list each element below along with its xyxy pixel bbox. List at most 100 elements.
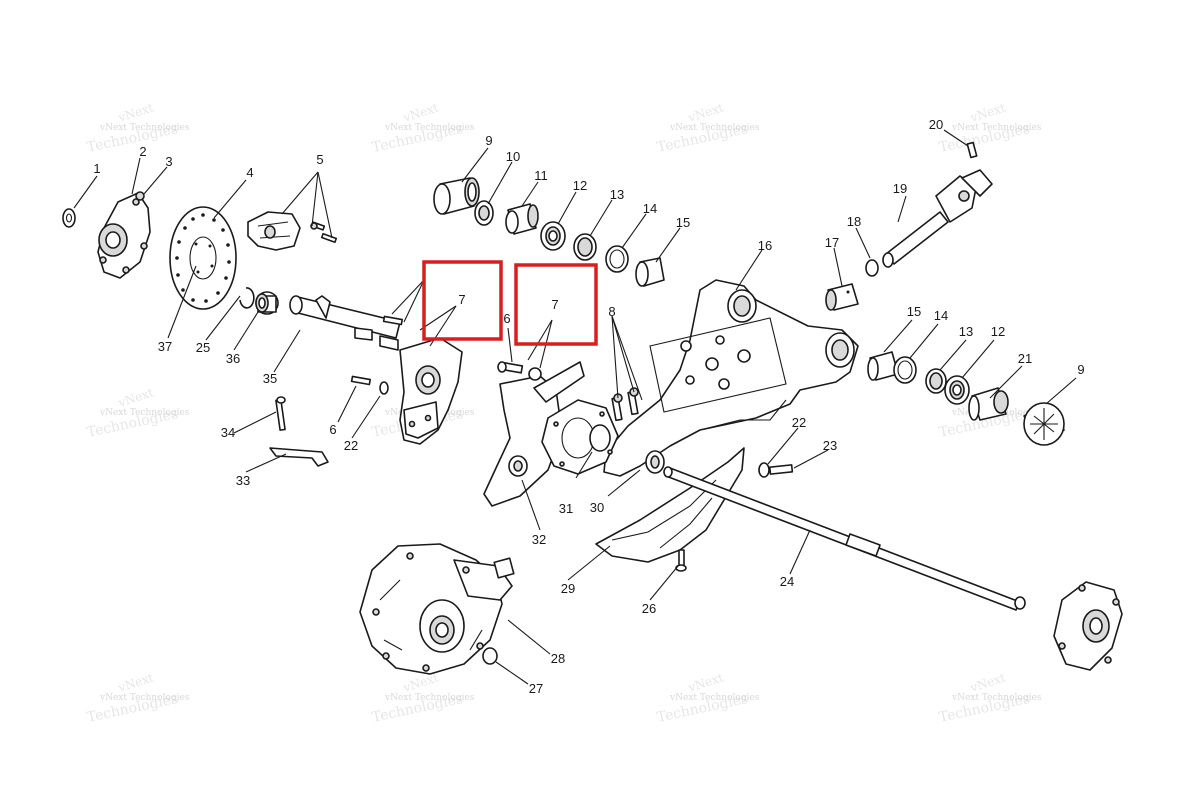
callout-26: 26 (642, 601, 656, 616)
callout-15-top: 15 (676, 215, 690, 230)
part-14-right-ring (893, 356, 917, 384)
callout-18: 18 (847, 214, 861, 229)
part-2-wheel-hub (97, 191, 151, 279)
part-5-brake-caliper (247, 211, 338, 251)
part-6-bolt (382, 315, 404, 326)
part-20-pin (966, 141, 978, 159)
callout-13-right: 13 (959, 324, 973, 339)
callout-16: 16 (758, 238, 772, 253)
part-22-nut (379, 381, 389, 395)
callout-37: 37 (158, 339, 172, 354)
callout-3: 3 (165, 154, 172, 169)
callout-29: 29 (561, 581, 575, 596)
part-35-axle-housing (289, 295, 463, 445)
watermark-small-text: vNext Technologies (384, 693, 475, 703)
part-26-screw (675, 549, 687, 572)
callout-8: 8 (608, 304, 615, 319)
callout-2: 2 (139, 144, 146, 159)
watermark-big-line1: vNext (968, 670, 1008, 695)
callout-21: 21 (1018, 351, 1032, 366)
callout-11: 11 (534, 168, 548, 183)
watermark-big-line1: vNext (401, 670, 441, 695)
callout-31: 31 (559, 501, 573, 516)
callout-7-left: 7 (458, 292, 465, 307)
callout-6-lower: 6 (329, 422, 336, 437)
callout-12-right: 12 (991, 324, 1005, 339)
watermark-big-line1: vNext (116, 100, 156, 125)
callout-9-top: 9 (485, 133, 492, 148)
part-15-bushing (635, 257, 665, 287)
callout-4: 4 (246, 165, 253, 180)
watermark-small-text: vNext Technologies (384, 123, 475, 133)
part-33-bracket (269, 447, 329, 467)
callout-22-left: 22 (344, 438, 358, 453)
callout-9-right: 9 (1077, 362, 1084, 377)
part-1-washer (62, 208, 76, 228)
highlight-box-7-left[interactable] (422, 260, 503, 341)
part-30-o-ring (589, 424, 611, 452)
parts (62, 141, 1123, 675)
callout-13-top: 13 (610, 187, 624, 202)
callout-1: 1 (93, 161, 100, 176)
part-9-right-cap (1023, 402, 1065, 446)
callout-22-right: 22 (792, 415, 806, 430)
part-12-right-bearing (944, 375, 970, 405)
part-31-gasket (541, 399, 619, 475)
part-right-wheel-hub (1053, 581, 1123, 671)
part-8-bolts (611, 387, 639, 422)
watermark-big-line1: vNext (686, 670, 726, 695)
part-19-drive-shaft (882, 169, 993, 268)
part-16-swing-arm (603, 279, 859, 477)
highlight-box-7-right[interactable] (514, 263, 598, 346)
part-6-lower-bolt (350, 375, 372, 386)
part-17-pin (825, 283, 859, 311)
callout-32: 32 (532, 532, 546, 547)
callout-labels: 1 2 3 4 5 6 6 7 7 8 9 9 10 11 12 12 13 1… (93, 117, 1084, 696)
watermark-small-text: vNext Technologies (669, 693, 760, 703)
callout-27: 27 (529, 681, 543, 696)
callout-12-top: 12 (573, 178, 587, 193)
part-18-ring (865, 259, 879, 277)
part-27-o-ring (482, 647, 498, 665)
part-34-bolt (275, 396, 286, 431)
watermark-big-line1: vNext (116, 385, 156, 410)
part-32-knuckle-arm (483, 361, 585, 507)
callout-5: 5 (316, 152, 323, 167)
watermark-small-text: vNext Technologies (99, 123, 190, 133)
callout-15-right: 15 (907, 304, 921, 319)
watermark-small-text: vNext Technologies (99, 408, 190, 418)
watermark-big-line1: vNext (968, 100, 1008, 125)
part-11-spacer (505, 203, 539, 235)
part-23-bolt (768, 464, 794, 475)
part-14-ring (605, 245, 629, 273)
callout-19: 19 (893, 181, 907, 196)
part-25-snap-ring (239, 287, 255, 309)
callout-35: 35 (263, 371, 277, 386)
callout-14-top: 14 (643, 201, 657, 216)
part-21-spacer (968, 387, 1009, 421)
watermark-small-text: vNext Technologies (951, 123, 1042, 133)
part-28-gearcase (359, 543, 515, 675)
callout-33: 33 (236, 473, 250, 488)
callout-24: 24 (780, 574, 794, 589)
part-10-seal (474, 200, 494, 226)
part-24-axle-shaft (663, 466, 1026, 611)
part-3-stud (135, 191, 145, 201)
watermark-big-line1: vNext (116, 670, 156, 695)
watermark-big-line1: vNext (686, 100, 726, 125)
callout-36: 36 (226, 351, 240, 366)
callout-7-right: 7 (551, 297, 558, 312)
part-12-bearing (540, 221, 566, 251)
part-22-right-nut (758, 462, 770, 478)
part-15-right-bushing (867, 351, 899, 381)
part-36-bearing (255, 291, 279, 315)
part-29-skid-plate (595, 447, 745, 563)
watermark-small-text: vNext Technologies (951, 693, 1042, 703)
callout-6-middle: 6 (503, 311, 510, 326)
callout-20: 20 (929, 117, 943, 132)
callout-14-right: 14 (934, 308, 948, 323)
callout-30: 30 (590, 500, 604, 515)
callout-25: 25 (196, 340, 210, 355)
watermark-small-text: vNext Technologies (669, 123, 760, 133)
